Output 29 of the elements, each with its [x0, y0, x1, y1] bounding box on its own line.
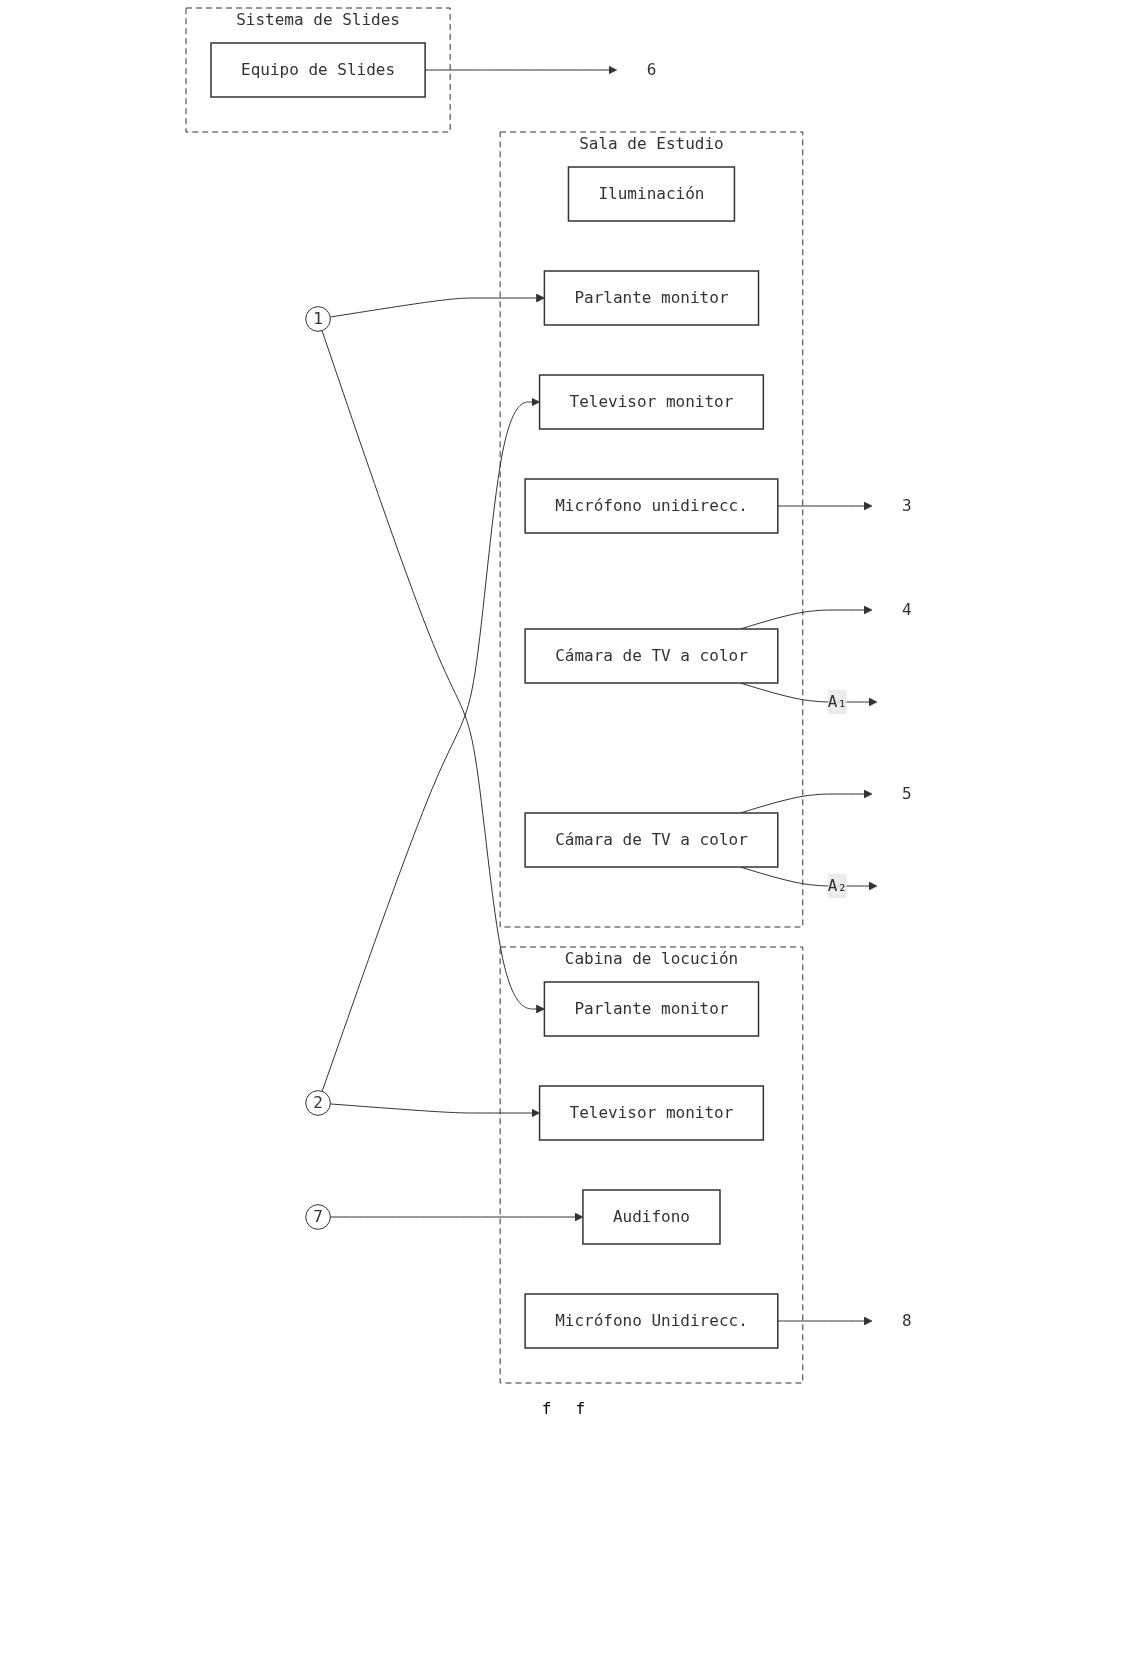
- node-box: Televisor monitor: [538, 1085, 764, 1141]
- node-circle: 2: [304, 1090, 331, 1116]
- node-circle: 7: [304, 1204, 331, 1230]
- node-text: 3: [901, 496, 912, 515]
- node-text: 5: [901, 784, 912, 803]
- arrow: [424, 65, 617, 75]
- note-label: f: [541, 1399, 552, 1418]
- node-box: Audifono: [581, 1189, 721, 1245]
- node-circle: 1: [304, 306, 331, 332]
- node-box: Micrófono unidirecc.: [524, 478, 779, 534]
- arrow: [321, 397, 540, 1092]
- node-box: Iluminación: [567, 166, 735, 222]
- node-text: 4: [901, 600, 912, 619]
- edge-label: A₁: [827, 692, 847, 711]
- node-text: 6: [646, 60, 656, 79]
- node-box: Equipo de Slides: [209, 42, 426, 98]
- node-box: Cámara de TV a color: [524, 628, 779, 684]
- node-box: Parlante monitor: [543, 270, 759, 326]
- node-box: Micrófono Unidirecc.: [524, 1293, 779, 1349]
- node-box: Parlante monitor: [543, 981, 759, 1037]
- edge-label: A₂: [827, 876, 847, 895]
- arrow: [321, 330, 545, 1014]
- arrow: [329, 293, 545, 318]
- arrow: [329, 1103, 540, 1118]
- node-text: 8: [901, 1311, 912, 1330]
- node-box: Cámara de TV a color: [524, 812, 779, 868]
- node-box: Televisor monitor: [538, 374, 764, 430]
- note-label: f: [575, 1399, 586, 1418]
- arrow: [329, 1212, 583, 1222]
